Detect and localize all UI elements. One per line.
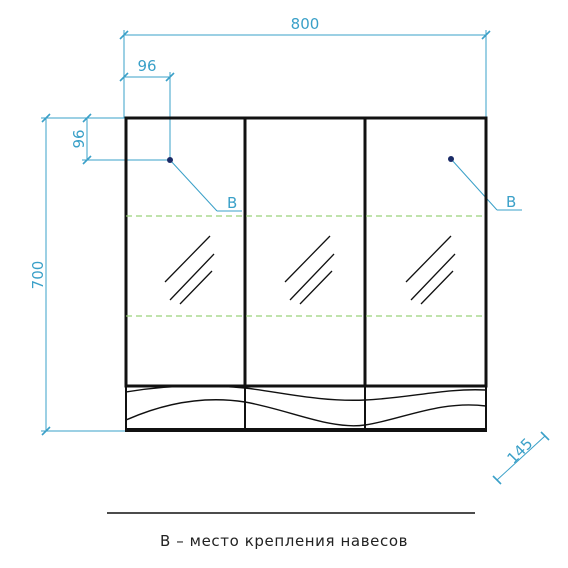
shelf-lines	[126, 215, 486, 317]
offset-v-label: 96	[70, 129, 88, 148]
marker-label-left: B	[227, 194, 237, 212]
width-label: 800	[291, 15, 320, 33]
dimension-ticks	[41, 30, 550, 485]
mirror-glint-middle	[284, 235, 335, 305]
cabinet-body	[124, 116, 488, 432]
door-right	[363, 116, 488, 388]
leader-left	[169, 159, 218, 212]
depth-label: 145	[504, 435, 537, 468]
mirror-glint-right	[405, 235, 456, 305]
depth-dim-line	[496, 435, 546, 481]
legend-text: B – место крепления навесов	[159, 532, 409, 550]
marker-label-right: B	[506, 193, 516, 211]
offset-h-label: 96	[137, 57, 156, 75]
leader-right	[450, 158, 498, 211]
bottom-wave-decoration	[125, 385, 487, 427]
mirror-glints	[164, 235, 456, 305]
mount-point-left	[167, 157, 173, 163]
dimension-lines	[41, 30, 546, 481]
mount-point-right	[448, 156, 454, 162]
mirror-glint-left	[164, 235, 215, 305]
cabinet-outline	[125, 117, 487, 432]
door-middle	[243, 116, 367, 388]
door-left	[124, 116, 247, 388]
height-label: 700	[29, 261, 47, 290]
